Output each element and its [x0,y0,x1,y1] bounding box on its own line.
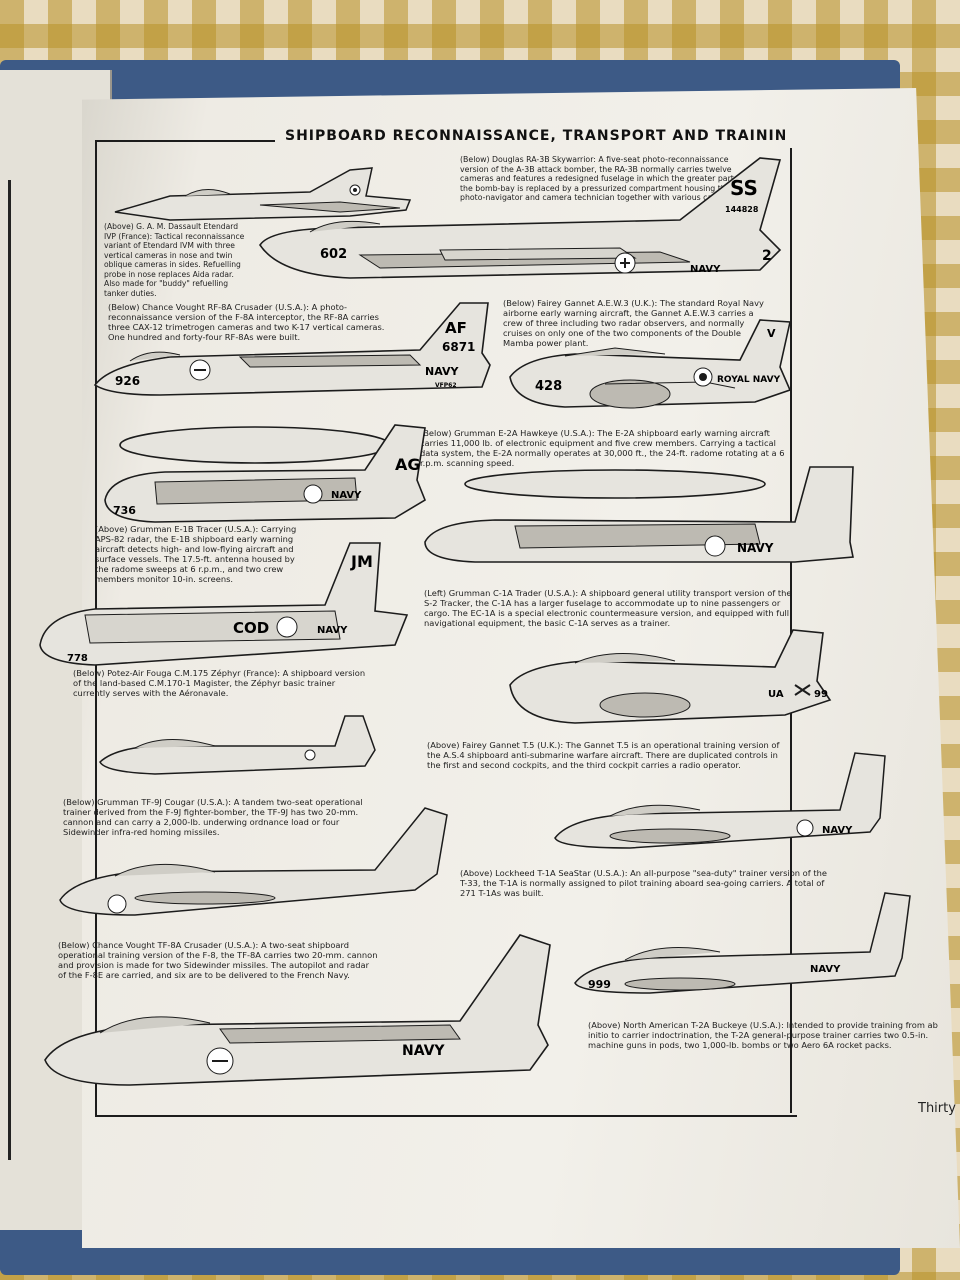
caption-tracer: (Above) Grumman E-1B Tracer (U.S.A.): Ca… [95,524,297,584]
caption-trader: (Left) Grumman C-1A Trader (U.S.A.): A s… [424,588,792,628]
skywarrior-illustration: SS 144828 602 NAVY 2 [259,157,782,279]
skywarrior-modex: 602 [320,247,347,262]
caption-skywarrior: (Below) Douglas RA-3B Skywarrior: A five… [460,155,744,203]
caption-gannet-t5: (Above) Fairey Gannet T.5 (U.K.): The Ga… [427,740,780,770]
gannet-t5-code: UA [768,689,784,700]
rf8a-crusader-illustration: AF 6871 926 NAVY VFP62 [93,302,491,396]
gannet-aew3-illustration: 428 ROYAL NAVY V [509,319,792,409]
tracer-navy: NAVY [331,490,362,501]
caption-crusader-rf8a: (Below) Chance Vought RF-8A Crusader (U.… [108,302,385,342]
rf8a-serial: 6871 [442,340,475,354]
page-frame-right [790,148,792,1113]
buckeye-illustration: NAVY 999 [574,892,911,994]
skywarrior-tailcode: SS [730,176,758,200]
tf8a-navy: NAVY [402,1043,445,1059]
page-number: Thirty [918,1101,956,1116]
tracer-illustration: AG 736 NAVY [104,424,426,523]
zephyr-illustration [99,715,376,775]
trader-navy: NAVY [317,625,348,636]
caption-buckeye: (Above) North American T-2A Buckeye (U.S… [588,1020,938,1050]
gannet-aew3-royal-navy: ROYAL NAVY [717,375,781,385]
caption-hawkeye: (Below) Grumman E-2A Hawkeye (U.S.A.): T… [420,428,785,468]
seastar-illustration: NAVY [554,752,886,849]
caption-cougar: (Below) Grumman TF-9J Cougar (U.S.A.): A… [63,797,363,837]
gannet-t5-number: 99 [814,689,828,700]
rf8a-tailcode: AF [445,319,467,337]
gannet-aew3-tailcode: V [767,327,776,340]
rf8a-navy: NAVY [425,365,459,378]
gannet-t5-illustration: UA 99 [509,629,832,724]
trader-cod: COD [233,619,269,637]
cougar-illustration [59,807,448,916]
caption-crusader-tf8a: (Below) Chance Vought TF-8A Crusader (U.… [58,940,378,980]
caption-seastar: (Above) Lockheed T-1A SeaStar (U.S.A.): … [460,868,827,898]
caption-gannet-aew3: (Below) Fairey Gannet A.E.W.3 (U.K.): Th… [503,298,764,348]
caption-etendard: (Above) G. A. M. Dassault Etendard IVP (… [104,222,245,298]
buckeye-modex: 999 [588,978,611,991]
seastar-navy: NAVY [822,825,853,836]
skywarrior-serial: 144828 [725,205,759,214]
trader-modex: 778 [67,653,88,664]
skywarrior-tail-number: 2 [762,248,772,264]
page-title: SHIPBOARD RECONNAISSANCE, TRANSPORT AND … [285,128,785,144]
hawkeye-navy: NAVY [737,541,774,555]
tracer-tailcode: AG [395,455,421,474]
rf8a-squadron: VFP62 [435,382,457,389]
trader-tailcode: JM [350,552,373,571]
skywarrior-navy: NAVY [690,264,721,275]
tf8a-crusader-illustration: NAVY [44,934,551,1086]
caption-zephyr: (Below) Potez-Air Fouga C.M.175 Zéphyr (… [73,668,366,698]
left-page-frame [0,180,11,1160]
etendard-illustration [114,167,412,221]
buckeye-navy: NAVY [810,964,841,975]
hawkeye-illustration: NAVY [424,466,854,563]
trader-illustration: JM COD NAVY 778 [39,542,409,666]
page-frame-top [95,140,275,142]
rf8a-modex: 926 [115,374,140,388]
tracer-modex: 736 [113,504,136,517]
gannet-aew3-modex: 428 [535,379,562,394]
